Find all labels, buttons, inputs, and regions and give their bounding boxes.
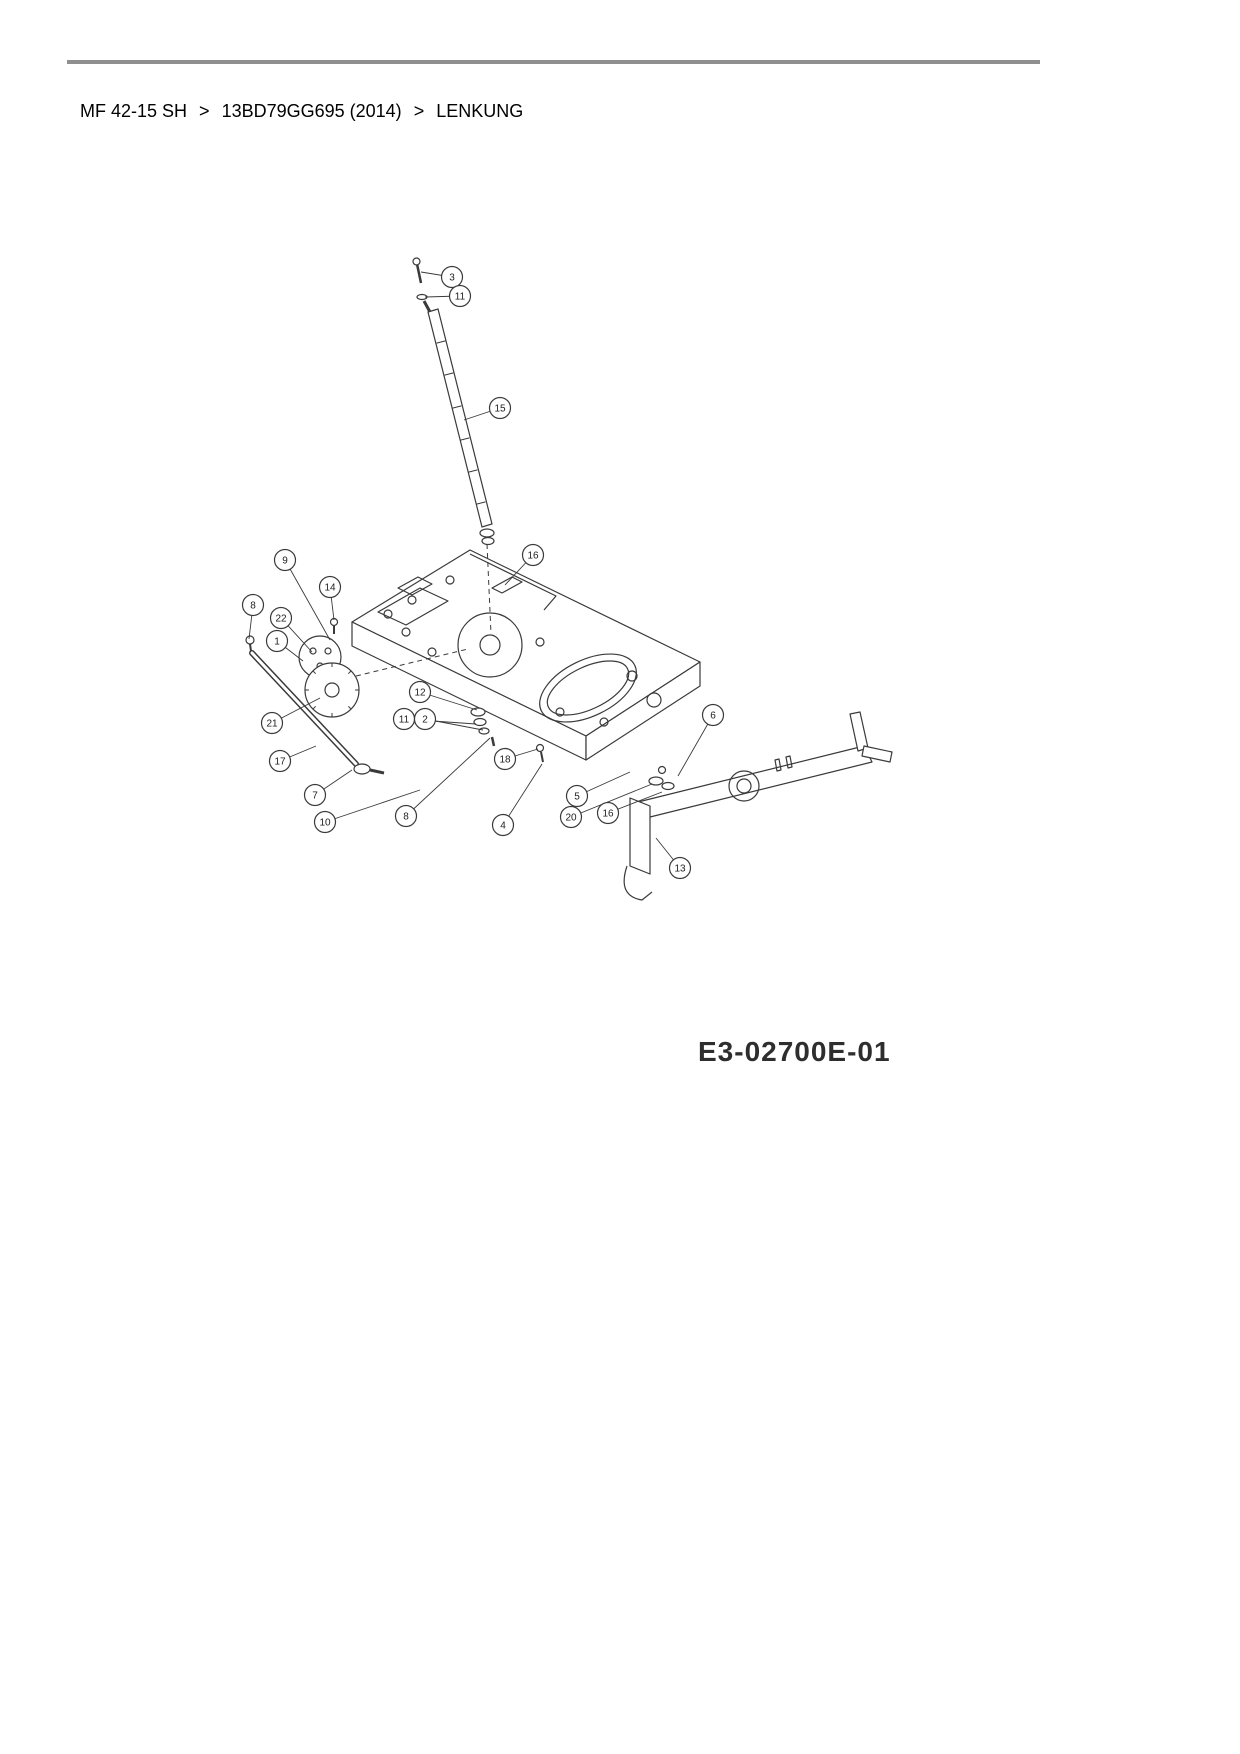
svg-text:8: 8 bbox=[250, 601, 256, 612]
top-divider bbox=[67, 60, 1040, 64]
svg-text:20: 20 bbox=[565, 813, 577, 824]
callout-16: 16 bbox=[596, 791, 663, 825]
diagram-code-label: E3-02700E-01 bbox=[698, 1036, 891, 1067]
svg-text:17: 17 bbox=[274, 757, 286, 768]
callout-18: 18 bbox=[493, 747, 539, 771]
callout-22: 22 bbox=[269, 606, 313, 653]
svg-text:7: 7 bbox=[312, 791, 318, 802]
steering-shaft-drawing bbox=[412, 257, 495, 546]
callout-7: 7 bbox=[303, 769, 353, 807]
svg-text:9: 9 bbox=[282, 556, 288, 567]
svg-text:13: 13 bbox=[674, 864, 686, 875]
svg-text:3: 3 bbox=[449, 273, 455, 284]
callout-5: 5 bbox=[565, 771, 631, 808]
callout-17: 17 bbox=[268, 745, 317, 773]
callout-3: 3 bbox=[420, 265, 464, 289]
callout-20: 20 bbox=[559, 783, 653, 829]
callout-15: 15 bbox=[463, 396, 512, 421]
callout-8: 8 bbox=[394, 737, 491, 828]
svg-text:22: 22 bbox=[275, 614, 287, 625]
callout-13: 13 bbox=[655, 837, 692, 880]
svg-text:6: 6 bbox=[710, 711, 716, 722]
breadcrumb-item-model[interactable]: MF 42-15 SH bbox=[80, 101, 188, 121]
svg-text:16: 16 bbox=[602, 809, 614, 820]
svg-text:15: 15 bbox=[494, 404, 506, 415]
svg-text:16: 16 bbox=[527, 551, 539, 562]
fastener-stack-drawing bbox=[329, 617, 545, 763]
drag-link-drawing bbox=[245, 635, 385, 775]
svg-text:1: 1 bbox=[274, 637, 280, 648]
chassis-frame-drawing bbox=[351, 549, 701, 761]
breadcrumb: MF 42-15 SH > 13BD79GG695 (2014) > LENKU… bbox=[80, 101, 523, 122]
breadcrumb-separator: > bbox=[413, 101, 425, 121]
callout-14: 14 bbox=[318, 575, 342, 621]
callout-10: 10 bbox=[313, 789, 421, 834]
svg-text:11: 11 bbox=[455, 292, 466, 303]
svg-text:18: 18 bbox=[499, 755, 511, 766]
callout-4: 4 bbox=[491, 763, 543, 837]
front-axle-drawing bbox=[623, 711, 893, 901]
svg-text:21: 21 bbox=[266, 719, 278, 730]
svg-text:8: 8 bbox=[403, 812, 409, 823]
callout-8: 8 bbox=[241, 593, 265, 640]
svg-text:14: 14 bbox=[324, 583, 336, 594]
callout-11: 11 bbox=[424, 284, 472, 308]
callout-9: 9 bbox=[273, 548, 331, 641]
alignment-dashes bbox=[355, 543, 492, 677]
svg-text:4: 4 bbox=[500, 821, 506, 832]
sector-gear-drawing bbox=[298, 635, 360, 718]
svg-text:5: 5 bbox=[574, 792, 580, 803]
callout-2: 2 bbox=[413, 707, 484, 731]
callout-1: 1 bbox=[265, 629, 304, 662]
svg-text:11: 11 bbox=[399, 715, 410, 726]
breadcrumb-separator: > bbox=[199, 101, 210, 121]
callout-12: 12 bbox=[408, 680, 478, 711]
svg-text:10: 10 bbox=[319, 818, 331, 829]
callout-16: 16 bbox=[504, 543, 545, 586]
breadcrumb-item-assembly[interactable]: LENKUNG bbox=[436, 101, 524, 121]
breadcrumb-item-article[interactable]: 13BD79GG695 (2014) bbox=[221, 101, 402, 121]
callout-21: 21 bbox=[260, 697, 321, 735]
callout-6: 6 bbox=[677, 703, 725, 777]
svg-text:2: 2 bbox=[422, 715, 428, 726]
svg-text:12: 12 bbox=[414, 688, 426, 699]
